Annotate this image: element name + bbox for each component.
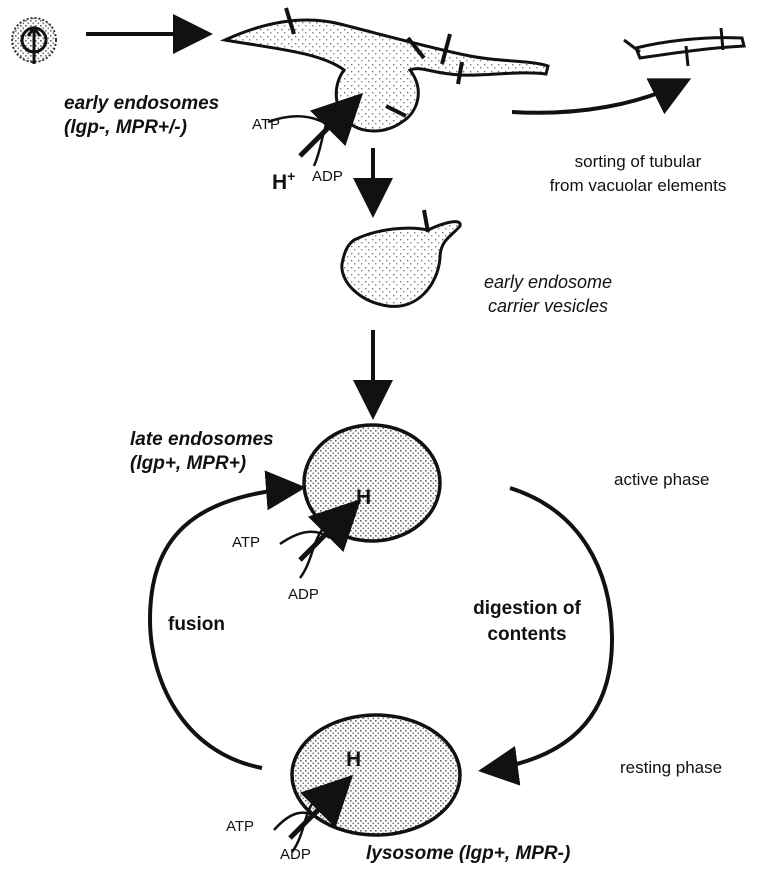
sorted-tubule-shape — [624, 28, 744, 66]
early-endosome-shape — [225, 8, 548, 131]
fusion-label: fusion — [168, 612, 225, 637]
atp-label-late: ATP — [232, 534, 260, 552]
h-ion-label-early: H+ — [272, 168, 295, 195]
h-ion-label-lysosome: H — [346, 748, 361, 772]
digestion-label-line2: contents — [452, 622, 602, 647]
arrow-sorting — [512, 82, 684, 113]
lysosome-label: lysosome (lgp+, MPR-) — [366, 842, 570, 866]
resting-phase-label: resting phase — [620, 756, 722, 779]
late-endosomes-markers: (lgp+, MPR+) — [130, 452, 246, 476]
adp-label-lysosome: ADP — [280, 846, 311, 864]
carrier-vesicles-label-line2: carrier vesicles — [462, 294, 634, 318]
proton-pump-early — [268, 100, 356, 166]
adp-label-late: ADP — [288, 586, 319, 604]
late-endosome-shape — [304, 425, 440, 541]
active-phase-label: active phase — [614, 468, 709, 491]
late-endosomes-label: late endosomes — [130, 428, 274, 452]
early-endosomes-markers: (lgp-, MPR+/-) — [64, 116, 187, 140]
adp-label-early: ADP — [312, 168, 343, 186]
carrier-vesicles-label-line1: early endosome — [462, 270, 634, 294]
coated-vesicle-icon — [12, 18, 56, 64]
atp-label-lysosome: ATP — [226, 818, 254, 836]
sorting-label-line2: from vacuolar elements — [540, 174, 736, 197]
sorting-label-line1: sorting of tubular — [540, 150, 736, 173]
atp-label-early: ATP — [252, 116, 280, 134]
h-ion-label-late: H — [356, 486, 371, 510]
early-endosomes-label: early endosomes — [64, 92, 219, 116]
digestion-label-line1: digestion of — [452, 596, 602, 621]
carrier-vesicle-shape — [342, 210, 460, 306]
